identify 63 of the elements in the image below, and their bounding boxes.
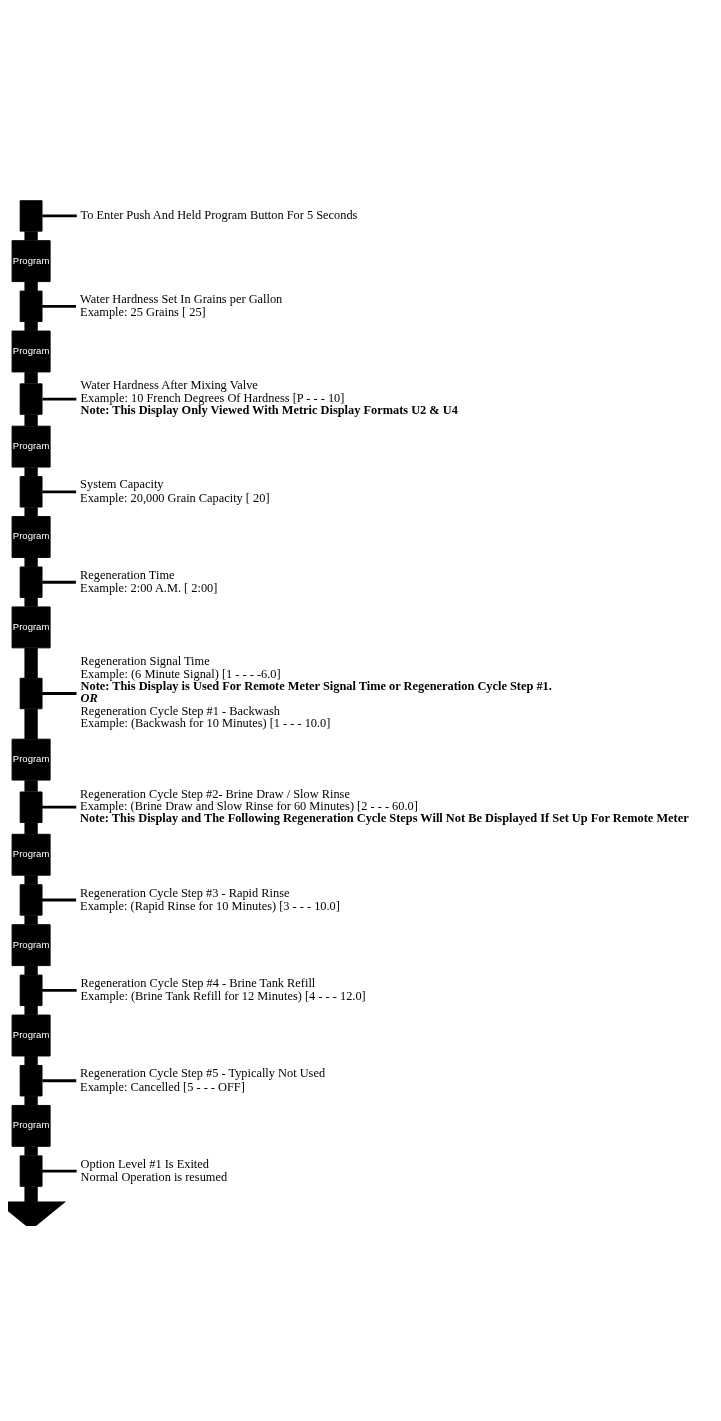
node-bar [19,290,43,322]
connector [24,709,38,740]
connector [42,988,77,992]
connector [24,1056,38,1066]
node-text: Regeneration Time Example: 2:00 A.M. [ 2:00] [80,567,218,596]
connector [42,397,77,401]
node-bar [19,974,43,1007]
connector [24,1096,38,1106]
node-box: Program [11,516,51,558]
node-bar [19,383,43,415]
node-box: Program [11,330,51,373]
connector [24,321,38,331]
connector [42,805,77,809]
connector [24,647,38,679]
connector [24,965,38,975]
node-bar [19,1065,43,1097]
node-bar [19,1155,43,1187]
node-box: Program [11,738,51,781]
connector [24,557,38,567]
node-text: To Enter Push And Held Program Button For 5 Seconds [80,208,358,223]
node-box: Program [11,240,51,283]
connector [24,231,38,241]
node-text: System Capacity Example: 20,000 Grain Capacity [ 20] [80,477,270,505]
node-box: Program [11,425,51,468]
node-box: Program [11,1104,51,1147]
node-box: Program [11,1014,51,1057]
node-text: Regeneration Cycle Step #5 - Typically Not Used Example: Cancelled [5 - - - OFF] [80,1066,326,1094]
node-bar [19,884,43,916]
connector [42,692,77,695]
connector [42,214,77,218]
connector [24,780,38,792]
node-box: Program [11,924,51,967]
connector [42,304,77,308]
node-bar [19,677,43,710]
connector [24,1005,38,1015]
connector [24,372,38,384]
connector [42,1079,77,1083]
connector [24,281,38,291]
node-text: Regeneration Signal Time Example: (6 Minute Signal) [1 - - - -6.0] Note: This Display is Used For Remote Meter Signal Time or Regeneration Cycle Step #1. OR Regeneration Cycle Step #1 - Backwash Example: (Backwash for 10 Minutes) [1 - - - 10.0] [80,654,552,731]
node-text: Option Level #1 Is Exited Normal Operation is resumed [80,1156,228,1184]
node-bar [19,566,43,598]
node-bar [19,791,43,823]
connector [24,414,38,426]
node-text: Regeneration Cycle Step #4 - Brine Tank Refill Example: (Brine Tank Refill for 12 Minutes) [4 - - - 12.0] [80,975,366,1004]
connector [24,875,38,885]
connector [24,597,38,607]
node-text: Water Hardness Set In Grains per Gallon Example: 25 Grains [ 25] [80,291,283,320]
connector [42,580,76,584]
connector [24,467,38,477]
node-text: Regeneration Cycle Step #2- Brine Draw / Slow Rinse Example: (Brine Draw and Slow Rinse for 60 Minutes) [2 - - - 60.0] Note: This Display and The Following Regeneration Cycle Steps Will Not Be Displayed If Set Up For Remote Meter [80,786,689,826]
node-box: Program [11,833,51,876]
node-bar [19,200,43,232]
connector [24,822,38,835]
node-bar [19,476,43,508]
connector [42,898,77,902]
connector [24,1146,38,1156]
connector [24,915,38,925]
node-text: Water Hardness After Mixing Valve Example: 10 French Degrees Of Hardness [P - - - 10] Note: This Display Only Viewed With Metric Display Formats U2 & U4 [80,378,458,418]
connector [24,507,38,517]
connector [42,490,77,494]
node-text: Regeneration Cycle Step #3 - Rapid Rinse Example: (Rapid Rinse for 10 Minutes) [3 - - - 10.0] [80,885,340,913]
connector [42,1169,77,1173]
node-box: Program [11,606,51,649]
